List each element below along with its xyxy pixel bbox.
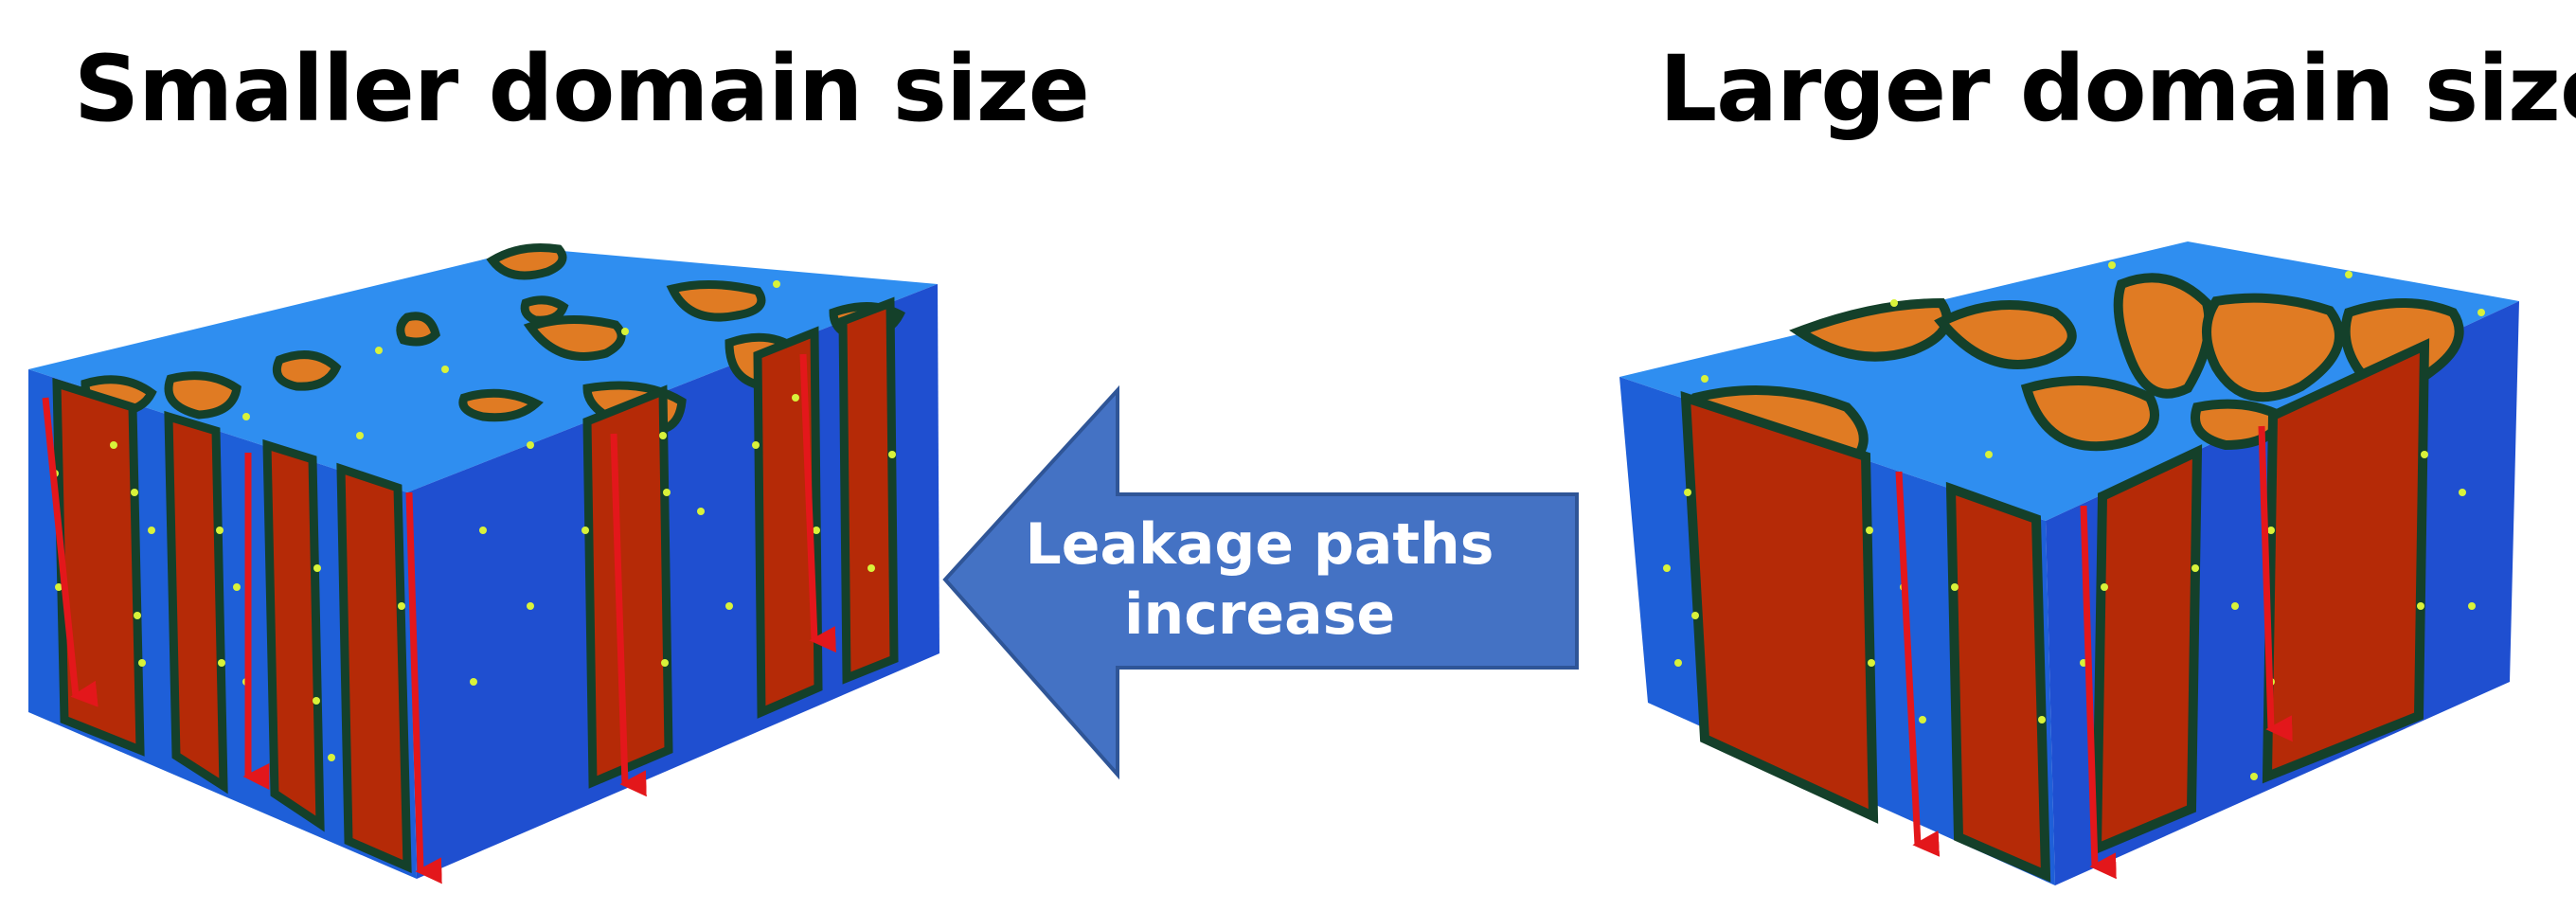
leakage-arrow xyxy=(1895,471,1941,857)
leakage-arrow xyxy=(2258,425,2293,742)
leakage-arrow xyxy=(610,433,647,797)
domain-slab xyxy=(262,438,325,832)
arrow-label: Leakage paths increase xyxy=(994,509,1525,650)
domain-island xyxy=(486,243,567,280)
right-dots xyxy=(1663,261,2485,780)
domain-island xyxy=(2113,273,2214,399)
domain-island xyxy=(2020,376,2159,452)
domain-island xyxy=(1789,297,1952,362)
leakage-arrow xyxy=(42,397,98,707)
domain-island xyxy=(666,280,766,322)
domain-island xyxy=(2202,293,2344,402)
leakage-arrow xyxy=(2080,505,2117,880)
domain-slab xyxy=(838,296,899,685)
domain-island xyxy=(1934,300,2077,369)
domain-slab xyxy=(1680,390,1879,824)
left-dots xyxy=(51,280,896,761)
leakage-arrow xyxy=(405,491,442,884)
right-block xyxy=(1619,241,2519,885)
domain-island xyxy=(523,315,626,361)
domain-slab xyxy=(52,377,145,757)
arrow-label-line2: increase xyxy=(1123,581,1396,648)
domain-island xyxy=(458,388,544,422)
domain-slab xyxy=(2091,444,2203,856)
domain-island xyxy=(164,371,242,420)
domain-slab xyxy=(2262,338,2430,784)
domain-slab xyxy=(582,384,673,789)
right-panel-title: Larger domain size xyxy=(1659,36,2576,142)
left-panel-title: Smaller domain size xyxy=(74,36,1090,142)
domain-island xyxy=(396,312,440,347)
leakage-increase-arrow xyxy=(942,384,1579,780)
domain-slab xyxy=(336,462,412,873)
left-leakage-arrows xyxy=(42,353,836,884)
arrow-label-line1: Leakage paths xyxy=(1025,511,1494,578)
domain-slab xyxy=(164,410,228,795)
domain-island xyxy=(272,350,342,391)
left-block xyxy=(28,243,939,884)
right-top-domains xyxy=(1683,273,2464,490)
leakage-arrow xyxy=(799,353,836,653)
right-front-domains xyxy=(1680,390,2051,883)
right-side-domains xyxy=(2091,338,2430,856)
left-front-domains xyxy=(52,377,412,873)
domain-slab xyxy=(1945,481,2051,883)
right-leakage-arrows xyxy=(1895,425,2293,880)
